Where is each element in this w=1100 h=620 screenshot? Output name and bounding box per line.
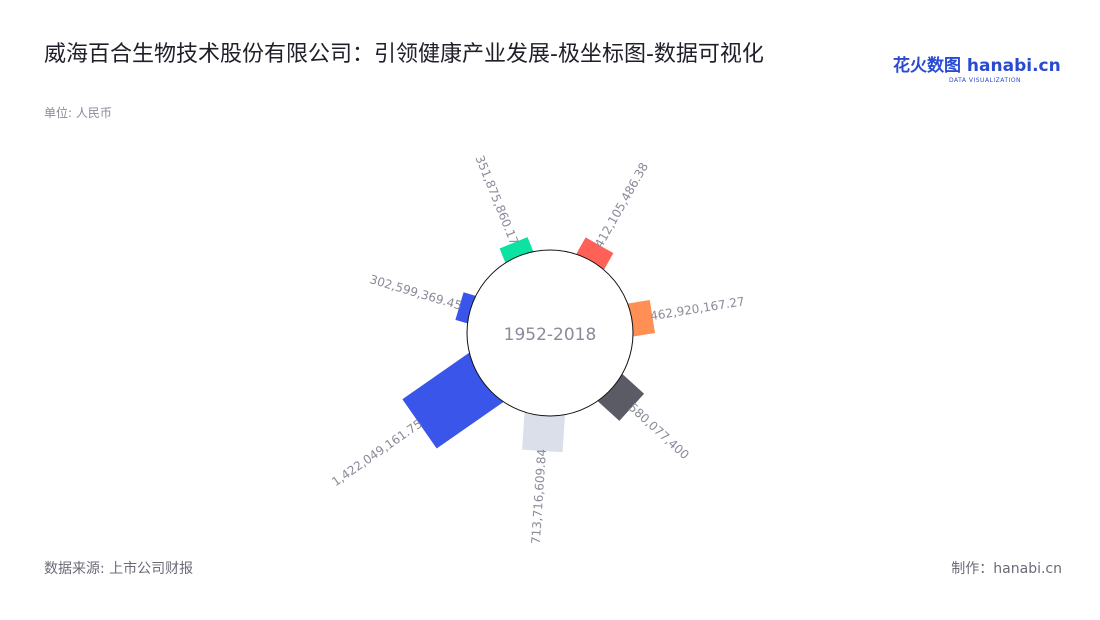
bar-value-label: 412,105,486.38 [592,160,651,250]
chart-title: 威海百合生物技术股份有限公司：引领健康产业发展-极坐标图-数据可视化 [44,42,764,67]
bar[interactable] [402,352,504,449]
center-label: 1952-2018 [504,325,597,345]
maker-credit: 制作：hanabi.cn [951,561,1062,577]
bar-value-label: 462,920,167.27 [649,294,745,323]
bar-group [499,237,536,268]
bar-value-label: 351,875,860.17 [473,153,522,247]
bar-value-label: 713,716,609.84 [529,448,549,544]
bar[interactable] [499,237,536,268]
bar-value-label: 1,422,049,161.75 [329,417,425,490]
bar[interactable] [522,408,566,453]
bar[interactable] [573,237,614,274]
bar-group [402,352,504,449]
logo-sub: DATA VISUALIZATION [949,77,1022,84]
bar[interactable] [594,371,645,421]
bar-group [522,408,566,453]
bar-value-label: 580,077,400 [626,400,692,462]
center-circle [466,249,634,417]
data-source: 数据来源: 上市公司财报 [44,561,194,577]
bar-group [594,371,645,421]
unit-label: 单位: 人民币 [44,106,112,120]
bar-group [573,237,614,274]
logo-text: 花火数图 hanabi.cn [893,56,1061,76]
bar-value-label: 302,599,369.45 [368,272,463,313]
